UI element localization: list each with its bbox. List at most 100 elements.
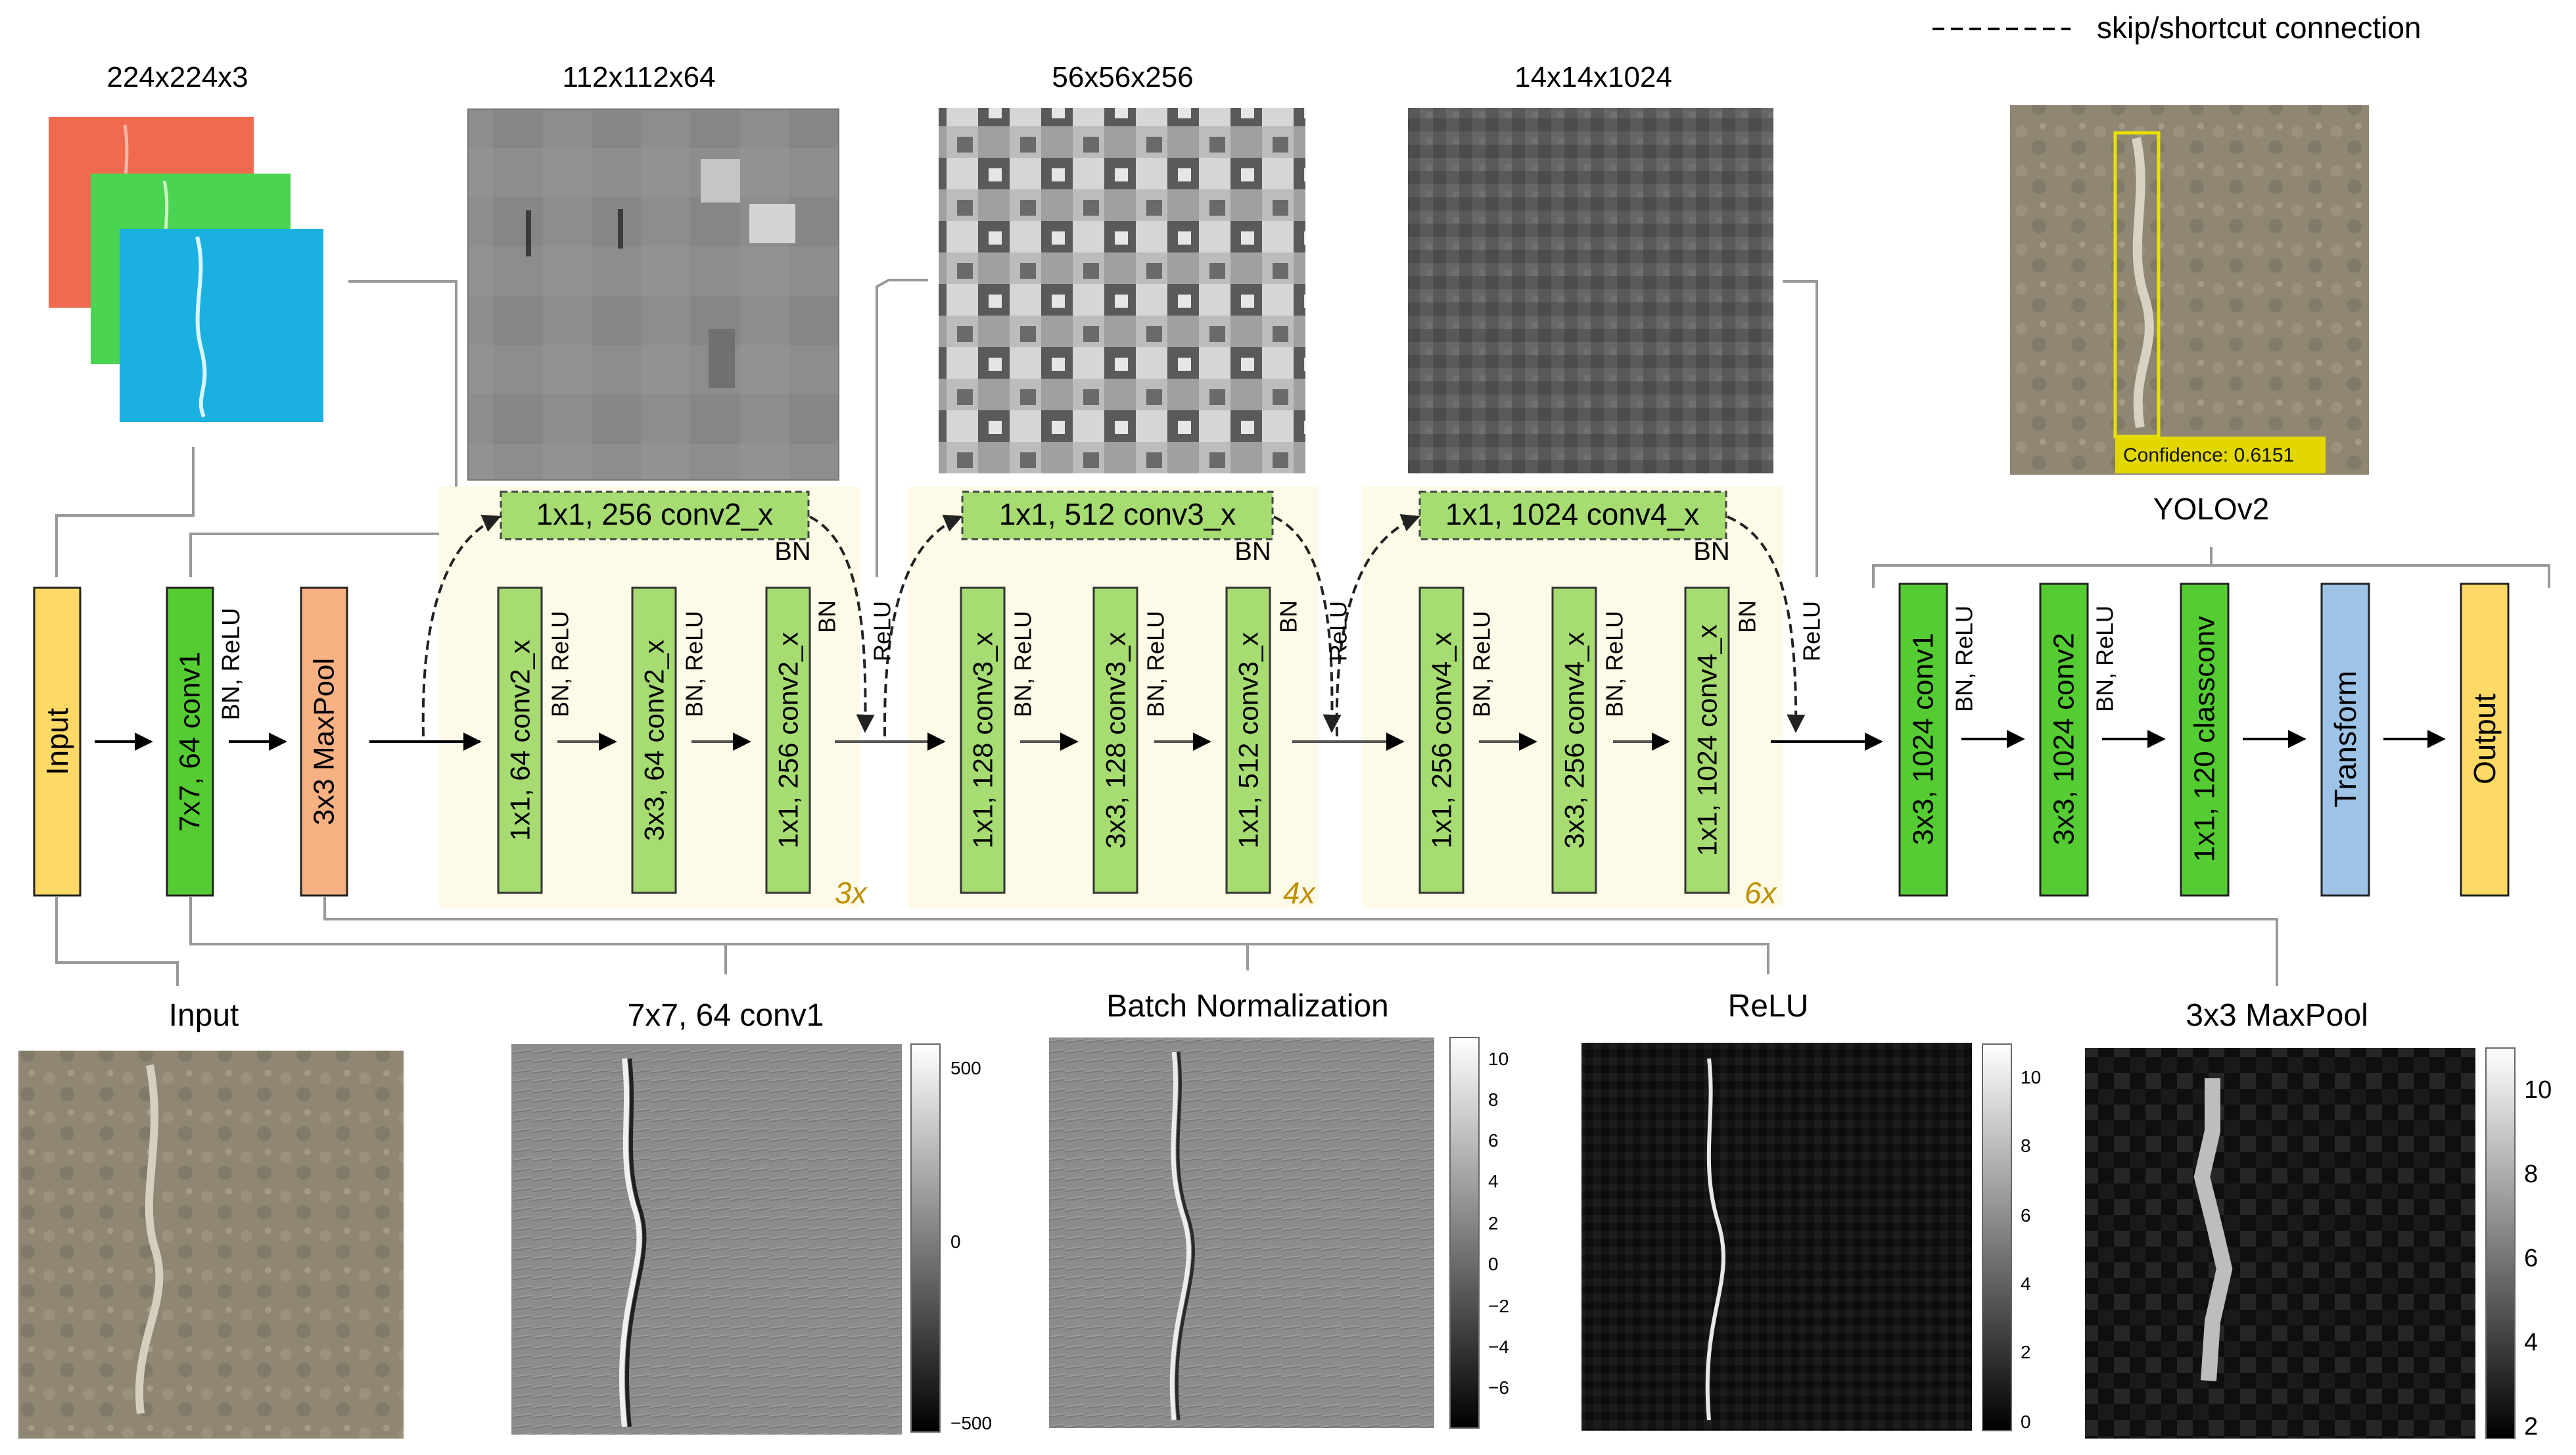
- cb-maxpool-tick: 2: [2524, 1413, 2538, 1441]
- cb-maxpool-tick: 10: [2524, 1076, 2552, 1104]
- input-block: [33, 586, 82, 897]
- cb-bn-tick: −4: [1488, 1337, 1509, 1357]
- yolo-bracket: [1872, 547, 2550, 588]
- conv3b-annot: BN, ReLU: [1142, 611, 1169, 717]
- cb-relu-tick: 2: [2021, 1342, 2031, 1362]
- conv4b-block: [1551, 586, 1597, 894]
- yolo-classconv-block: [2180, 583, 2230, 897]
- cb-conv1-tick: −500: [950, 1413, 992, 1433]
- shortcut-conv3: [961, 490, 1274, 540]
- legend-label: skip/shortcut connection: [2097, 11, 2422, 45]
- cb-relu-tick: 6: [2021, 1205, 2031, 1226]
- input-block-label: Input: [40, 708, 74, 776]
- featuremap-stage1: [467, 108, 839, 481]
- yolo-conv2-annot: BN, ReLU: [2092, 606, 2119, 712]
- conv3b-label: 3x3, 128 conv3_x: [1100, 632, 1131, 848]
- cb-bn-tick: −2: [1488, 1296, 1509, 1316]
- cb-bn-tick: 4: [1488, 1171, 1499, 1191]
- confidence-text: Confidence: 0.6151: [2123, 444, 2294, 466]
- bottom-connectors: [55, 897, 2278, 986]
- bottom-image-relu: [1581, 1043, 1972, 1431]
- cb-maxpool-tick: 4: [2524, 1329, 2538, 1356]
- conv3-relu: ReLU: [1325, 601, 1352, 661]
- conv2c-label: 1x1, 256 conv2_x: [773, 632, 804, 848]
- cb-bn-tick: 2: [1488, 1213, 1499, 1233]
- conv3b-block: [1092, 586, 1138, 894]
- transform-label: Transform: [2328, 671, 2362, 807]
- blue-channel-image: [120, 229, 323, 422]
- conv3a-block: [960, 586, 1006, 894]
- output-label: Output: [2468, 694, 2502, 784]
- cb-conv1-tick: 0: [950, 1231, 961, 1252]
- conv2a-label: 1x1, 64 conv2_x: [505, 640, 536, 841]
- conv2-relu: ReLU: [869, 601, 896, 661]
- cb-maxpool-tick: 8: [2524, 1160, 2538, 1188]
- conv4c-label: 1x1, 1024 conv4_x: [1692, 625, 1723, 857]
- conv2b-block: [631, 586, 677, 894]
- size-label-stage3: 14x14x1024: [1514, 61, 1672, 93]
- yolo-classconv-label: 1x1, 120 classconv: [2189, 616, 2221, 862]
- yolo-conv2-block: [2039, 583, 2089, 897]
- input-rgb-stack: [49, 117, 323, 422]
- cb-relu-tick: 0: [2021, 1412, 2031, 1432]
- shortcut-conv4-bn: BN: [1693, 537, 1730, 566]
- conv4b-annot: BN, ReLU: [1601, 611, 1628, 717]
- bottom-image-maxpool: [2085, 1048, 2475, 1439]
- cb-relu-tick: 10: [2021, 1067, 2041, 1087]
- conv4-repeat: 6x: [1745, 876, 1778, 910]
- bottom-image-input: [18, 1051, 404, 1439]
- cb-relu-tick: 4: [2021, 1274, 2031, 1294]
- bottom-title-bn: Batch Normalization: [1106, 989, 1389, 1024]
- conv4a-annot: BN, ReLU: [1468, 611, 1495, 717]
- conv1-block-label: 7x7, 64 conv1: [174, 652, 206, 832]
- conv1-annot: BN, ReLU: [218, 608, 245, 720]
- conv2a-annot: BN, ReLU: [547, 611, 574, 717]
- colorbar-bn: [1449, 1037, 1480, 1429]
- bottom-title-maxpool: 3x3 MaxPool: [2186, 998, 2368, 1033]
- conv1-block: [166, 586, 214, 897]
- cb-maxpool-tick: 6: [2524, 1245, 2538, 1272]
- confidence-badge: [2115, 437, 2326, 473]
- conv2a-block: [497, 586, 543, 894]
- yolo-conv1-label: 3x3, 1024 conv1: [1908, 633, 1940, 846]
- bottom-title-relu: ReLU: [1728, 989, 1809, 1024]
- featuremap-stage3: [1408, 108, 1773, 473]
- transform-block: [2320, 583, 2370, 897]
- bottom-title-conv1: 7x7, 64 conv1: [628, 998, 824, 1033]
- flow-arrows: [95, 730, 2446, 751]
- conv2b-label: 3x3, 64 conv2_x: [639, 640, 670, 841]
- cb-relu-tick: 8: [2021, 1135, 2031, 1156]
- main-pipeline: Input 7x7, 64 conv1 BN, ReLU 3x3 MaxPool…: [33, 583, 2510, 910]
- conv4c-block: [1684, 586, 1730, 894]
- conv4-relu: ReLU: [1798, 601, 1825, 661]
- detection-image: Confidence: 0.6151: [2010, 105, 2369, 475]
- conv4a-label: 1x1, 256 conv4_x: [1426, 632, 1457, 848]
- conv3a-label: 1x1, 128 conv3_x: [968, 632, 998, 848]
- conv2c-annot: BN: [814, 600, 841, 633]
- conv4b-label: 3x3, 256 conv4_x: [1559, 632, 1590, 848]
- conv2-repeat: 3x: [835, 876, 868, 910]
- shortcut-conv3-bn: BN: [1234, 537, 1271, 566]
- bottom-image-conv1: [511, 1044, 902, 1435]
- cb-conv1-tick: 500: [950, 1058, 981, 1078]
- maxpool-block: [300, 586, 348, 897]
- shortcut-conv4-label: 1x1, 1024 conv4_x: [1445, 497, 1699, 531]
- featuremap-stage2: [939, 108, 1305, 473]
- size-label-stage1: 112x112x64: [562, 61, 715, 93]
- shortcut-conv2: [500, 490, 810, 540]
- shortcut-conv2-label: 1x1, 256 conv2_x: [536, 497, 774, 531]
- conv4a-block: [1418, 586, 1464, 894]
- conv2c-block: [765, 586, 811, 894]
- yolo-conv2-label: 3x3, 1024 conv2: [2048, 633, 2080, 846]
- colorbar-relu: [1982, 1043, 2012, 1431]
- cb-bn-tick: −6: [1488, 1377, 1509, 1398]
- output-block: [2460, 583, 2510, 897]
- conv3c-label: 1x1, 512 conv3_x: [1233, 632, 1264, 848]
- size-label-stage2: 56x56x256: [1052, 61, 1193, 93]
- colorbar-conv1: [910, 1043, 941, 1433]
- colorbar-maxpool: [2485, 1047, 2516, 1439]
- cb-bn-tick: 8: [1488, 1089, 1499, 1110]
- yolo-conv1-block: [1898, 583, 1948, 897]
- size-label-input: 224x224x3: [106, 61, 248, 93]
- conv3c-annot: BN: [1275, 600, 1302, 633]
